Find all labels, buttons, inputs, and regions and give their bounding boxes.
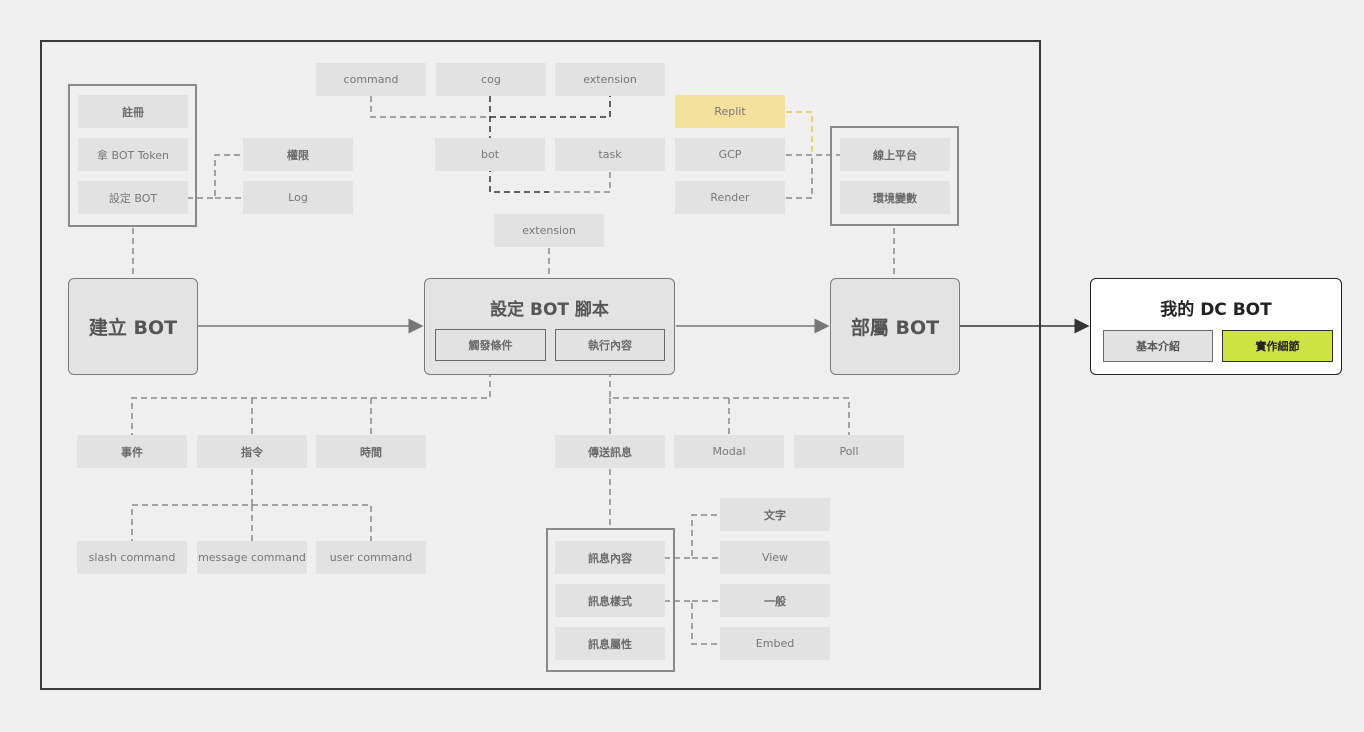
bot-node[interactable]: bot: [435, 138, 545, 171]
msg-attr-node[interactable]: 訊息屬性: [555, 627, 665, 660]
instruction-node[interactable]: 指令: [197, 435, 307, 468]
permissions-node[interactable]: 權限: [243, 138, 353, 171]
send-message-node[interactable]: 傳送訊息: [555, 435, 665, 468]
implementation-details-button[interactable]: 實作細節: [1222, 330, 1333, 362]
msg-style-node[interactable]: 訊息樣式: [555, 584, 665, 617]
log-node[interactable]: Log: [243, 181, 353, 214]
trigger-node[interactable]: 觸發條件: [435, 329, 546, 361]
setup-bot-node[interactable]: 設定 BOT: [78, 181, 188, 214]
command-node[interactable]: command: [316, 63, 426, 96]
setup-steps-group: [68, 84, 197, 227]
modal-node[interactable]: Modal: [674, 435, 784, 468]
my-dc-bot-title: 我的 DC BOT: [1160, 300, 1272, 320]
view-node[interactable]: View: [720, 541, 830, 574]
replit-node[interactable]: Replit: [675, 95, 785, 128]
general-node[interactable]: 一般: [720, 584, 830, 617]
create-bot-box[interactable]: 建立 BOT: [68, 278, 198, 375]
message-group: [546, 528, 675, 672]
msg-content-node[interactable]: 訊息內容: [555, 541, 665, 574]
basic-intro-button[interactable]: 基本介紹: [1103, 330, 1213, 362]
get-token-node[interactable]: 拿 BOT Token: [78, 138, 188, 171]
bot-script-title: 設定 BOT 腳本: [490, 300, 609, 320]
event-node[interactable]: 事件: [77, 435, 187, 468]
extension-mid-node[interactable]: extension: [494, 214, 604, 247]
embed-node[interactable]: Embed: [720, 627, 830, 660]
cog-node[interactable]: cog: [436, 63, 546, 96]
render-node[interactable]: Render: [675, 181, 785, 214]
slash-command-node[interactable]: slash command: [77, 541, 187, 574]
env-vars-node[interactable]: 環境變數: [840, 181, 950, 214]
extension-top-node[interactable]: extension: [555, 63, 665, 96]
deploy-bot-box[interactable]: 部屬 BOT: [830, 278, 960, 375]
text-node[interactable]: 文字: [720, 498, 830, 531]
time-node[interactable]: 時間: [316, 435, 426, 468]
execute-node[interactable]: 執行內容: [555, 329, 665, 361]
my-dc-bot-card: 我的 DC BOT 基本介紹 實作細節: [1090, 278, 1342, 375]
online-platform-node[interactable]: 線上平台: [840, 138, 950, 171]
message-command-node[interactable]: message command: [197, 541, 307, 574]
user-command-node[interactable]: user command: [316, 541, 426, 574]
task-node[interactable]: task: [555, 138, 665, 171]
register-node[interactable]: 註冊: [78, 95, 188, 128]
deploy-config-group: [830, 126, 959, 226]
deploy-bot-label: 部屬 BOT: [850, 317, 940, 339]
poll-node[interactable]: Poll: [794, 435, 904, 468]
gcp-node[interactable]: GCP: [675, 138, 785, 171]
create-bot-label: 建立 BOT: [88, 317, 178, 339]
